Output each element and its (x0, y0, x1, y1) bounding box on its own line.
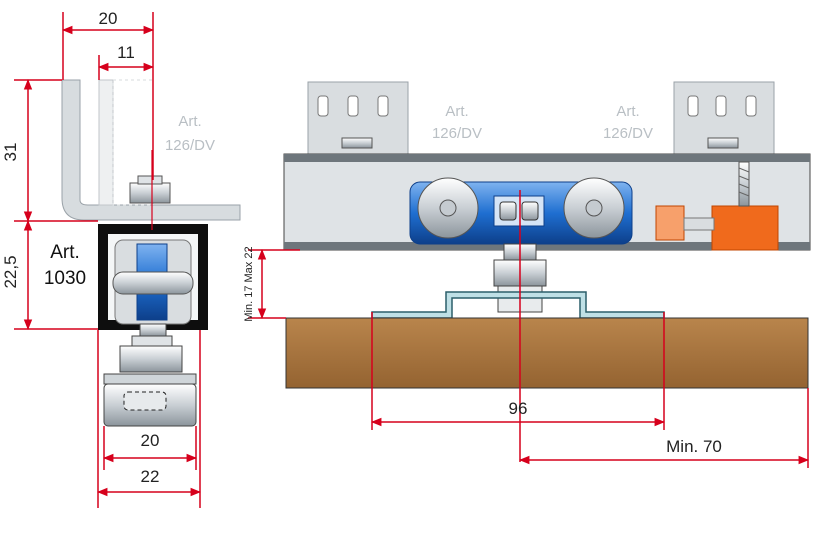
side-view: Art. 126/DV Art. 126/DV (243, 81, 811, 468)
label-art-126-b-line2: 126/DV (603, 125, 653, 142)
label-art-126-a-line2: 126/DV (432, 125, 482, 142)
dim-min-max: Min. 17 Max 22 (243, 246, 255, 321)
dim-base-width: 22 (141, 467, 160, 486)
side-dimensions (248, 190, 810, 468)
roller-carriage-icon (112, 239, 194, 325)
dim-bracket-height: 31 (1, 143, 20, 162)
label-art-1030-line1: Art. (50, 242, 80, 263)
bracket-right-icon (673, 81, 775, 155)
label-art-126-a-line1: Art. (445, 103, 468, 120)
mounting-plate-icon (103, 383, 197, 427)
dim-edge-distance: Min. 70 (666, 437, 722, 456)
dim-wheel-width: 20 (141, 431, 160, 450)
nut-icon (129, 175, 171, 204)
dim-track-height: 22,5 (1, 255, 20, 288)
bracket-left-icon (307, 81, 409, 155)
door-panel (285, 317, 809, 389)
roller-carriage-side-icon (409, 177, 633, 245)
section-dimensions (14, 12, 202, 508)
label-art-126-b-line1: Art. (616, 103, 639, 120)
stem-icon (103, 323, 197, 385)
label-art-126-line1: Art. (178, 113, 201, 130)
dim-top-inner: 11 (117, 43, 135, 62)
stopper-icon (655, 205, 779, 251)
dim-top-width: 20 (99, 9, 118, 28)
label-art-1030-line2: 1030 (44, 268, 86, 289)
dim-plate-length: 96 (509, 399, 528, 418)
section-view: 20 11 31 22,5 20 22 Art. 126/DV Art. 103… (1, 9, 241, 508)
screw-icon (738, 161, 750, 207)
label-art-126-line2: 126/DV (165, 137, 215, 154)
